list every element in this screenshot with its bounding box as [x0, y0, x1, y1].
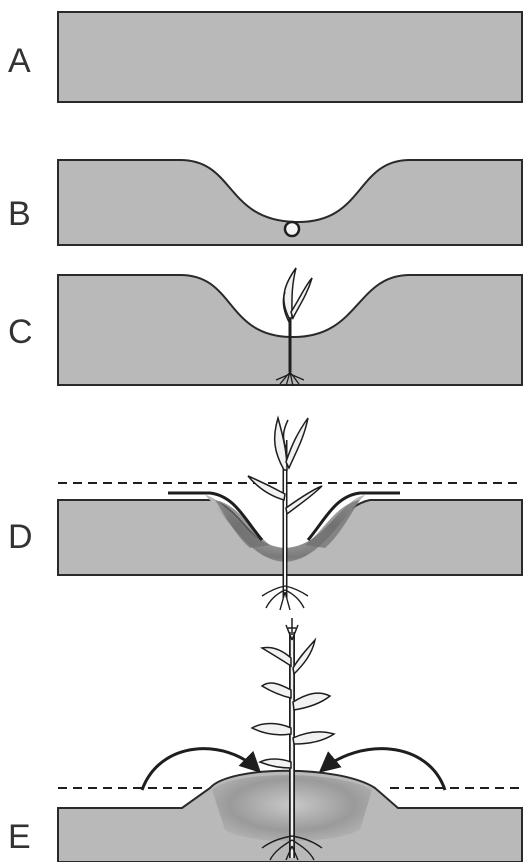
panel-label-e: E [8, 818, 31, 856]
panel-a: A [8, 12, 522, 102]
panel-label-d: D [8, 518, 33, 556]
panel-c: C [8, 268, 522, 386]
panel-b: B [8, 160, 522, 245]
panel-label-c: C [8, 313, 33, 351]
panel-label-b: B [8, 195, 31, 233]
panel-label-a: A [8, 42, 31, 80]
soil-layer [58, 12, 522, 102]
panel-d: D [8, 418, 522, 610]
panel-e: E [8, 618, 522, 862]
seed [285, 222, 299, 236]
